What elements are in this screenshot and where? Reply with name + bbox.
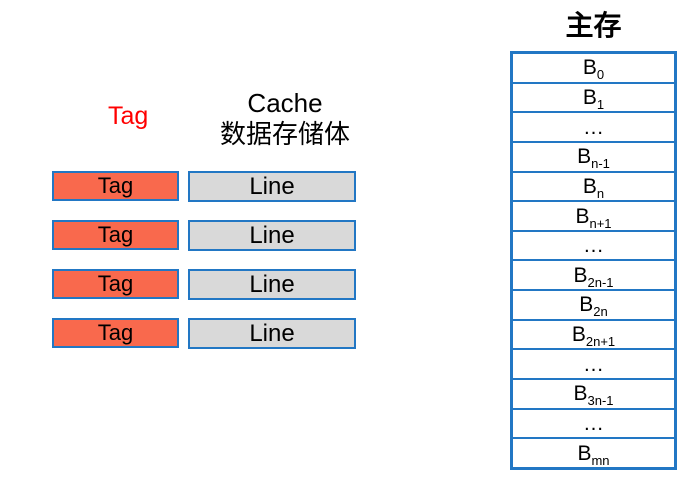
memory-block-row: …	[513, 232, 674, 262]
memory-block-row: B1	[513, 84, 674, 114]
memory-block-subscript: n-1	[591, 156, 610, 172]
memory-block-label: B1	[582, 85, 604, 111]
memory-block-row: …	[513, 113, 674, 143]
tag-box-label: Tag	[97, 320, 134, 345]
memory-block-label: B2n	[579, 293, 608, 318]
cache-rows: Tag Line Tag Line Tag	[52, 171, 356, 349]
cache-line-label: Line	[249, 319, 295, 347]
memory-block-subscript: 2n	[593, 304, 608, 320]
memory-block-base: B	[573, 382, 588, 406]
memory-block-row: B2n	[513, 291, 674, 321]
tag-box-label: Tag	[97, 222, 134, 247]
cache-column-header: Cache 数据存储体	[199, 88, 371, 150]
tag-box-label: Tag	[97, 271, 134, 296]
main-memory-table: B0 B1 … Bn-1 Bn Bn+1 …	[510, 51, 677, 470]
tag-box: Tag	[52, 171, 179, 201]
memory-block-subscript: n+1	[589, 215, 612, 231]
memory-block-row: Bn	[513, 173, 674, 203]
memory-block-base: B	[577, 145, 592, 169]
memory-block-row: Bn+1	[513, 202, 674, 232]
memory-block-subscript: n	[596, 186, 605, 202]
cache-header-line2: 数据存储体	[219, 119, 350, 149]
memory-block-subscript: 2n+1	[585, 334, 616, 350]
tag-box: Tag	[52, 318, 179, 348]
memory-block-base: …	[583, 234, 604, 258]
cache-line-box: Line	[188, 269, 356, 300]
memory-block-subscript: 1	[596, 97, 605, 113]
memory-block-base: B	[582, 174, 597, 198]
memory-block-base: B	[582, 85, 597, 109]
memory-block-label: Bn-1	[577, 145, 610, 170]
memory-block-row: B0	[513, 54, 674, 84]
memory-block-row: Bmn	[513, 439, 674, 467]
memory-block-row: B3n-1	[513, 380, 674, 410]
tag-box: Tag	[52, 220, 179, 250]
memory-block-label: …	[583, 354, 604, 375]
tag-column-header: Tag	[108, 102, 149, 130]
memory-block-subscript: 0	[596, 67, 605, 83]
cache-line-label: Line	[249, 172, 295, 200]
cache-row: Tag Line	[52, 318, 356, 349]
main-memory-title: 主存	[565, 10, 622, 41]
cache-row: Tag Line	[52, 171, 356, 202]
cache-row: Tag Line	[52, 269, 356, 300]
memory-block-base: B	[582, 56, 597, 80]
memory-block-label: …	[583, 235, 604, 256]
memory-block-label: B0	[582, 56, 604, 81]
memory-block-row: Bn-1	[513, 143, 674, 173]
cache-header-line1: Cache	[247, 88, 323, 118]
cache-line-box: Line	[188, 171, 356, 202]
memory-block-label: B2n-1	[573, 263, 613, 289]
memory-block-subscript: mn	[591, 452, 610, 468]
memory-block-label: B3n-1	[573, 382, 613, 407]
tag-box-label: Tag	[97, 173, 134, 198]
cache-line-box: Line	[188, 220, 356, 251]
memory-block-base: B	[575, 204, 590, 228]
memory-block-label: B2n+1	[571, 323, 615, 348]
cache-line-label: Line	[249, 221, 295, 249]
memory-block-row: B2n-1	[513, 261, 674, 292]
memory-block-label: …	[583, 117, 604, 138]
memory-block-base: B	[573, 263, 588, 287]
tag-box: Tag	[52, 269, 179, 299]
memory-block-base: …	[583, 352, 604, 376]
memory-block-base: …	[583, 412, 604, 435]
memory-block-label: Bmn	[577, 441, 609, 467]
memory-block-base: B	[579, 293, 594, 317]
cache-row: Tag Line	[52, 220, 356, 251]
cache-line-box: Line	[188, 318, 356, 349]
memory-block-label: Bn+1	[575, 204, 611, 230]
memory-block-label: …	[583, 413, 604, 434]
memory-block-base: …	[583, 115, 604, 139]
memory-block-subscript: 3n-1	[587, 393, 614, 409]
memory-block-row: B2n+1	[513, 321, 674, 351]
memory-block-subscript: 2n-1	[587, 274, 614, 290]
memory-block-label: Bn	[582, 174, 604, 200]
memory-block-base: B	[571, 323, 586, 347]
cache-line-label: Line	[249, 270, 295, 298]
memory-block-row: …	[513, 410, 674, 440]
memory-block-base: B	[577, 441, 592, 465]
memory-block-row: …	[513, 350, 674, 381]
